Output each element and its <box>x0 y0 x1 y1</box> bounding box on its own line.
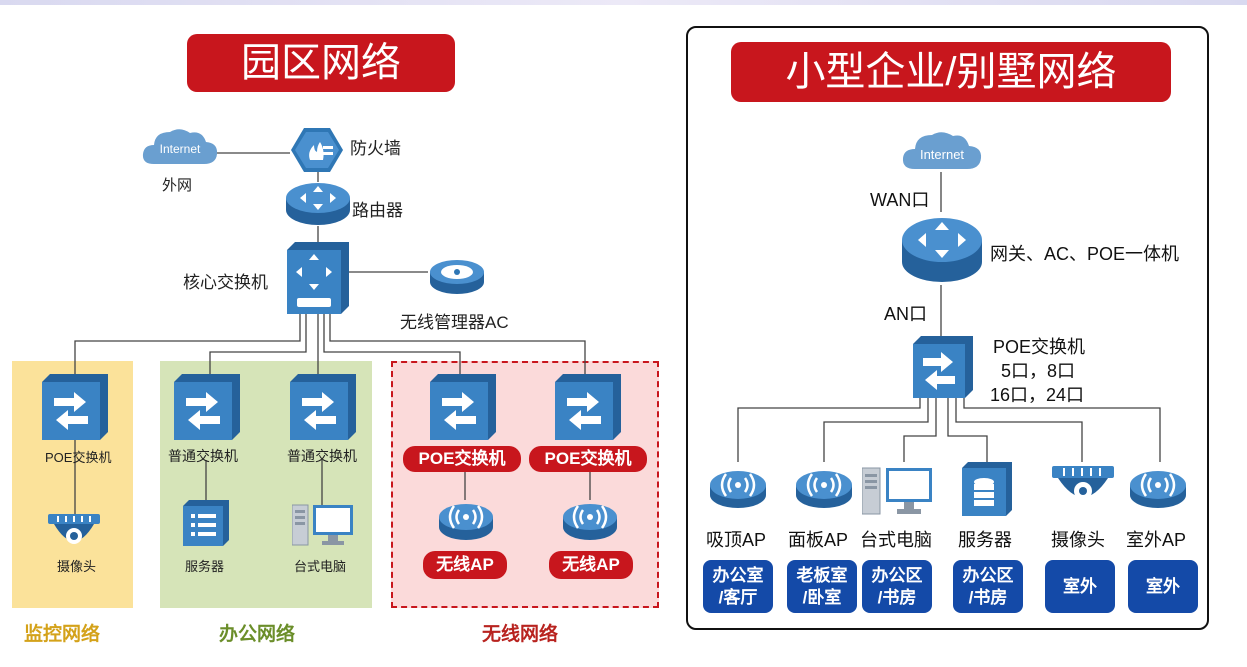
an-label: AN口 <box>884 304 928 324</box>
device-name-2: 台式电脑 <box>860 530 932 550</box>
gateway-label: 网关、AC、POE一体机 <box>990 244 1180 264</box>
pc-label: 台式电脑 <box>294 559 347 574</box>
ap2-icon <box>561 497 619 541</box>
ports1-label: 5口，8口 <box>1001 361 1076 381</box>
location-box-5: 室外 <box>1128 560 1198 613</box>
location-box-3: 办公区/书房 <box>953 560 1023 613</box>
location-line2: /卧室 <box>802 587 842 607</box>
wireless-switch2-label: POE交换机 <box>529 446 647 472</box>
router-icon <box>284 180 352 228</box>
device-name-0: 吸顶AP <box>706 530 767 550</box>
server-label: 服务器 <box>185 559 225 574</box>
location-line2: /书房 <box>877 587 917 607</box>
server-icon <box>183 500 229 546</box>
right-camera-icon <box>1050 464 1116 512</box>
location-line2: /客厅 <box>718 587 758 607</box>
location-line1: 办公区 <box>871 565 923 585</box>
location-box-0: 办公室/客厅 <box>703 560 773 613</box>
gateway-icon <box>900 210 984 286</box>
internet-label: Internet <box>159 142 201 156</box>
desktop-pc-icon <box>291 503 354 547</box>
right-poe-switch-icon <box>913 336 973 398</box>
poe-switch-icon <box>42 374 108 440</box>
outdoor-ap-icon <box>1128 464 1188 510</box>
monitor-zone-label: 监控网络 <box>24 624 101 645</box>
location-line1: 办公室 <box>712 565 764 585</box>
ap1-icon <box>437 497 495 541</box>
location-line1: 室外 <box>1146 576 1180 596</box>
camera-label: 摄像头 <box>57 559 97 574</box>
core-switch-icon <box>287 242 349 314</box>
office-switch2-label: 普通交换机 <box>287 448 357 464</box>
device-name-1: 面板AP <box>788 530 849 550</box>
top-border <box>0 0 1247 5</box>
right-internet-label: Internet <box>919 147 965 162</box>
ap1-label: 无线AP <box>423 551 507 579</box>
poe-switch-label: POE交换机 <box>993 337 1086 357</box>
router-label: 路由器 <box>352 201 403 220</box>
right-title: 小型企业/别墅网络 <box>731 42 1171 102</box>
wireless-switch1-icon <box>430 374 496 440</box>
device-name-5: 室外AP <box>1126 530 1187 550</box>
wan-label: WAN口 <box>870 190 930 210</box>
internet-cloud-icon: Internet <box>140 124 220 168</box>
right-desktop-pc-icon <box>861 466 934 516</box>
camera-icon <box>46 512 102 554</box>
wireless-switch2-icon <box>555 374 621 440</box>
location-box-2: 办公区/书房 <box>862 560 932 613</box>
ports2-label: 16口，24口 <box>990 385 1085 405</box>
wireless-zone-label: 无线网络 <box>482 624 559 645</box>
firewall-icon <box>290 126 344 174</box>
location-line1: 室外 <box>1063 576 1097 596</box>
monitor-switch-label: POE交换机 <box>45 450 112 465</box>
location-line2: /书房 <box>968 587 1008 607</box>
right-server-icon <box>962 462 1012 516</box>
right-internet-cloud-icon: Internet <box>900 127 984 173</box>
wireless-switch1-label: POE交换机 <box>403 446 521 472</box>
location-box-1: 老板室/卧室 <box>787 560 857 613</box>
wireless-ac-label: 无线管理器AC <box>400 313 509 332</box>
wireless-ac-icon <box>428 256 486 296</box>
location-line1: 老板室 <box>796 565 848 585</box>
location-line1: 办公区 <box>962 565 1014 585</box>
office-switch1-icon <box>174 374 240 440</box>
panel-ap-icon <box>794 464 854 510</box>
outer-net-label: 外网 <box>162 177 193 194</box>
ap2-label: 无线AP <box>549 551 633 579</box>
left-title: 园区网络 <box>187 34 455 92</box>
location-box-4: 室外 <box>1045 560 1115 613</box>
device-name-3: 服务器 <box>958 530 1012 550</box>
office-switch1-label: 普通交换机 <box>168 448 238 464</box>
device-name-4: 摄像头 <box>1051 530 1105 550</box>
core-switch-label: 核心交换机 <box>183 273 268 292</box>
firewall-label: 防火墙 <box>350 139 401 158</box>
ceiling-ap-icon <box>708 464 768 510</box>
office-zone-label: 办公网络 <box>219 624 296 645</box>
right-panel <box>686 26 1209 630</box>
office-switch2-icon <box>290 374 356 440</box>
